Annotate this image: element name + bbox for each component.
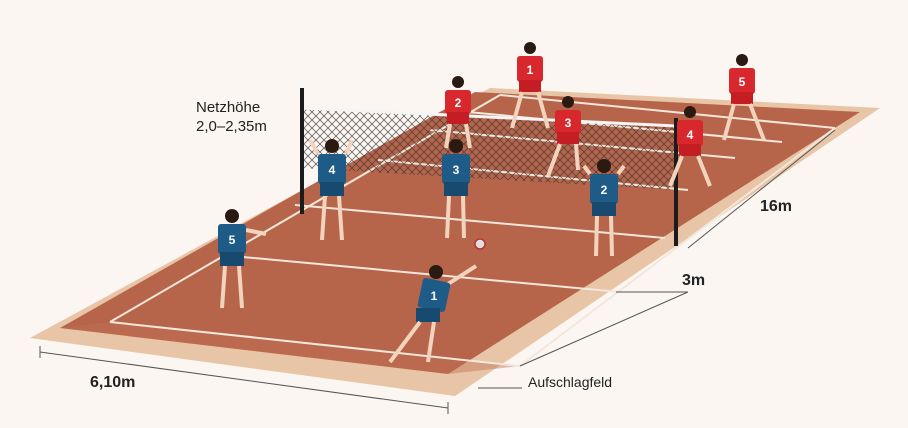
svg-text:5: 5 [229, 233, 236, 247]
net-height-label: Netzhöhe 2,0–2,35m [196, 98, 267, 136]
net-height-title: Netzhöhe [196, 98, 267, 117]
serve-zone-label: Aufschlagfeld [528, 374, 612, 390]
svg-text:2: 2 [455, 96, 462, 110]
svg-text:2: 2 [601, 183, 608, 197]
svg-text:3: 3 [453, 163, 460, 177]
net-height-value: 2,0–2,35m [196, 117, 267, 136]
volleyball [475, 239, 485, 249]
svg-text:1: 1 [431, 289, 438, 303]
length-label: 16m [760, 198, 792, 216]
svg-text:3: 3 [565, 116, 572, 130]
serve-zone-depth-label: 3m [682, 272, 705, 290]
svg-text:4: 4 [687, 128, 694, 142]
width-label: 6,10m [90, 374, 135, 392]
svg-text:5: 5 [739, 75, 746, 89]
svg-text:4: 4 [329, 163, 336, 177]
svg-text:1: 1 [527, 63, 534, 77]
